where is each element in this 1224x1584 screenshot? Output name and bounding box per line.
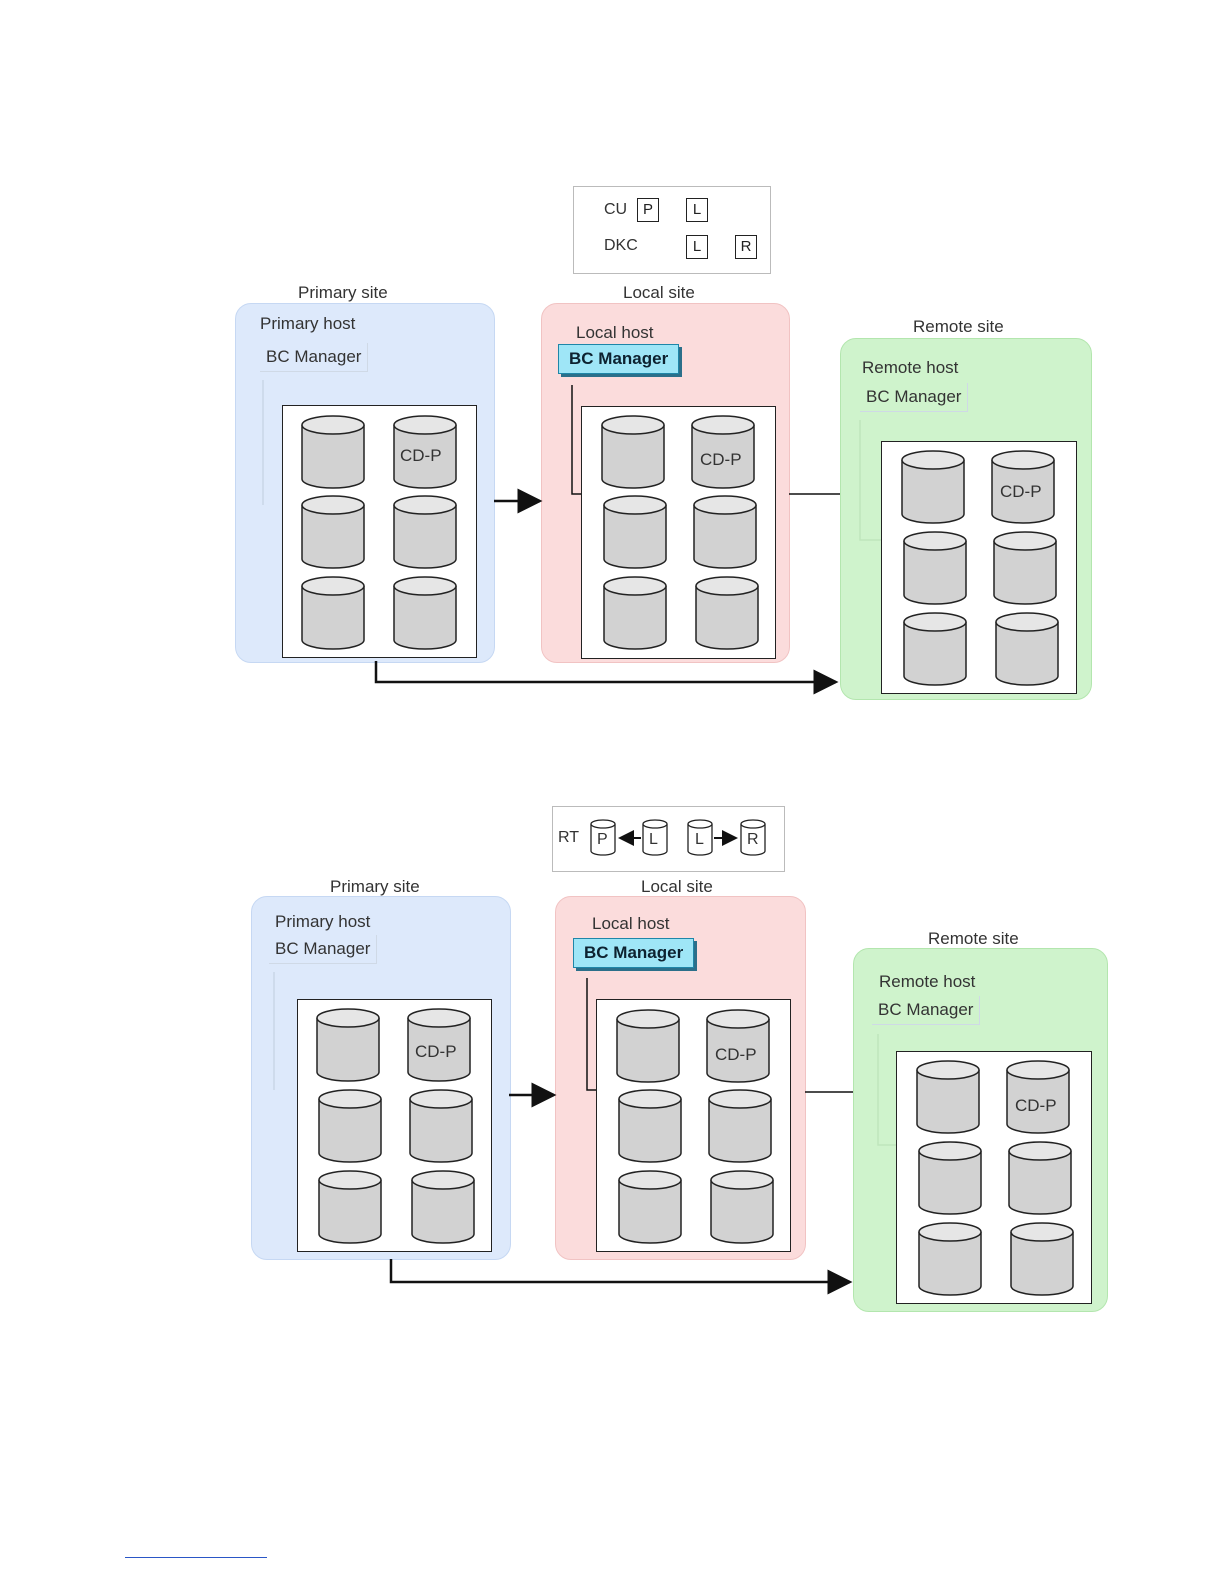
local-manager-connector	[587, 978, 596, 1090]
volume-cylinder	[617, 1088, 683, 1164]
cd-p-label: CD-P	[1015, 1096, 1057, 1116]
volume-cylinder	[317, 1169, 383, 1245]
volume-cylinder	[915, 1059, 981, 1135]
volume-cylinder	[709, 1169, 775, 1245]
volume-cylinder	[917, 1140, 983, 1216]
volume-cylinder	[1009, 1221, 1075, 1297]
volume-cylinder	[615, 1008, 681, 1084]
cd-p-label: CD-P	[715, 1045, 757, 1065]
volume-cylinder	[1007, 1140, 1073, 1216]
footnote-rule	[125, 1557, 267, 1558]
volume-cylinder	[917, 1221, 983, 1297]
volume-cylinder	[707, 1088, 773, 1164]
cd-p-label: CD-P	[415, 1042, 457, 1062]
volume-cylinder	[317, 1088, 383, 1164]
volume-cylinder	[617, 1169, 683, 1245]
primary-to-remote-arrow	[391, 1259, 850, 1282]
volume-cylinder	[315, 1007, 381, 1083]
volume-cylinder	[410, 1169, 476, 1245]
volume-cylinder	[408, 1088, 474, 1164]
remote-manager-connector	[878, 1034, 896, 1145]
